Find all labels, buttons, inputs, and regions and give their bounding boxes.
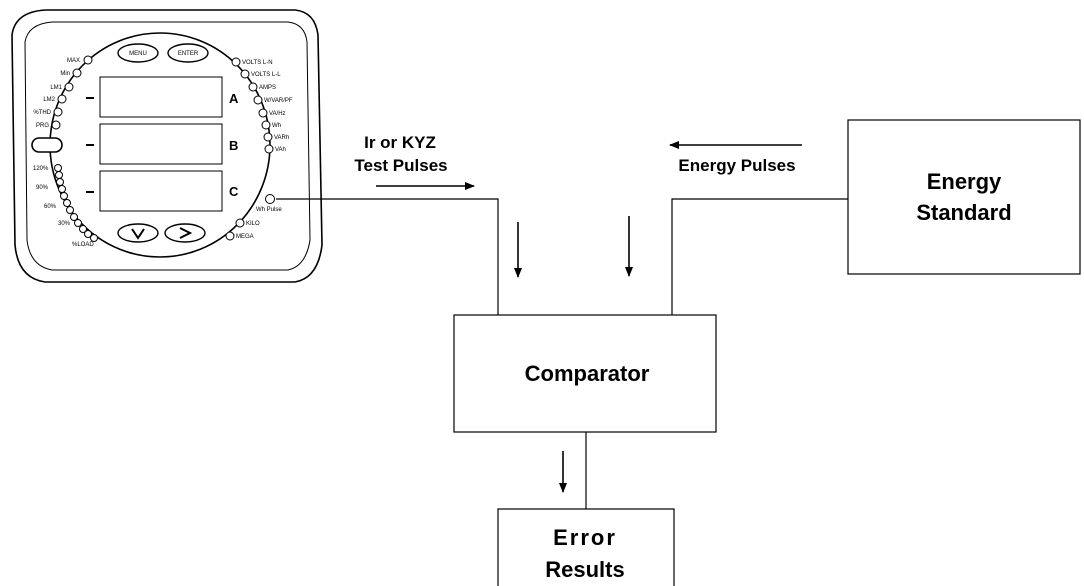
load-led	[66, 206, 74, 214]
indicator-label-max: MAX	[67, 58, 80, 64]
indicator-led	[240, 69, 250, 79]
indicator-led	[53, 107, 63, 117]
indicator-label-vahz: VA/Hz	[269, 111, 286, 117]
display-b	[99, 123, 223, 165]
load-led	[70, 213, 78, 221]
indicator-led	[231, 57, 241, 67]
display-a	[99, 76, 223, 118]
chevron-down-icon	[131, 228, 145, 240]
energy-standard-box: Energy Standard	[847, 119, 1081, 275]
display-letter-a: A	[229, 91, 239, 106]
enter-button-label: ENTER	[178, 51, 199, 57]
indicator-label-volts-ln: VOLTS L-N	[242, 60, 273, 66]
mega-led	[225, 231, 235, 241]
wh-pulse-led	[265, 194, 275, 204]
kilo-label: KILO	[246, 221, 260, 227]
indicator-led	[261, 120, 271, 130]
indicator-label-min: Min	[60, 71, 70, 77]
wh-pulse-label: Wh Pulse	[256, 207, 282, 213]
indicator-led	[51, 120, 61, 130]
indicator-label-vah: VAh	[275, 147, 286, 153]
load-led	[90, 234, 98, 242]
down-button[interactable]	[117, 223, 159, 243]
load-label-60: 60%	[44, 204, 57, 210]
test-pulses-label-line2: Test Pulses	[354, 156, 447, 175]
energy-standard-line1: Energy	[927, 169, 1002, 194]
chevron-right-icon	[179, 227, 193, 239]
load-led	[58, 185, 66, 193]
load-label-120: 120%	[33, 166, 49, 172]
error-results-line2: Results	[545, 557, 624, 582]
load-label-90: 90%	[36, 185, 49, 191]
menu-button-label: MENU	[129, 51, 147, 57]
load-bar: 120% 90% 60% 30% %LOAD	[33, 164, 98, 248]
error-results-box: Error Results	[497, 508, 675, 586]
meter-to-comparator-line	[276, 198, 499, 315]
right-button[interactable]	[164, 223, 206, 243]
indicator-label-thd: %THD	[33, 110, 51, 116]
display-letter-b: B	[229, 138, 238, 153]
energy-pulses-label: Energy Pulses	[678, 156, 795, 175]
load-led	[54, 164, 62, 172]
indicator-label-lm1: LM1	[50, 85, 62, 91]
load-led	[56, 178, 64, 186]
power-meter: MENU ENTER A B C MAX Min	[11, 9, 323, 283]
indicator-label-volts-ll: VOLTS L-L	[251, 72, 281, 78]
error-results-line1: Error	[553, 525, 617, 550]
indicator-led	[264, 144, 274, 154]
side-button[interactable]	[31, 137, 63, 153]
kilo-led	[235, 218, 245, 228]
load-led	[74, 219, 82, 227]
load-led	[79, 225, 87, 233]
enter-button[interactable]: ENTER	[167, 43, 209, 63]
indicator-label-amps: AMPS	[259, 85, 276, 91]
indicator-label-wvarpf: W/VAR/PF	[264, 98, 293, 104]
load-label-load: %LOAD	[72, 242, 94, 248]
right-indicators: VOLTS L-N VOLTS L-L AMPS W/VAR/PF VA/Hz …	[231, 57, 293, 154]
indicator-led	[248, 82, 258, 92]
load-label-30: 30%	[58, 221, 71, 227]
display-letter-c: C	[229, 184, 239, 199]
left-indicators: MAX Min LM1 LM2 %THD PRG	[33, 55, 93, 130]
indicator-led	[72, 68, 82, 78]
indicator-led	[263, 132, 273, 142]
load-led	[63, 199, 71, 207]
indicator-label-wh: Wh	[272, 123, 281, 129]
indicator-led	[64, 82, 74, 92]
menu-button[interactable]: MENU	[117, 43, 159, 63]
indicator-label-lm2: LM2	[43, 97, 55, 103]
indicator-led	[258, 108, 268, 118]
comparator-label: Comparator	[525, 361, 650, 386]
meter-bezel-inner	[24, 21, 311, 271]
test-pulses-label-line1: Ir or KYZ	[364, 133, 436, 152]
comparator-box: Comparator	[453, 314, 717, 433]
load-led	[55, 171, 63, 179]
load-led	[60, 192, 68, 200]
energy-standard-line2: Standard	[916, 200, 1011, 225]
mega-label: MEGA	[236, 234, 254, 240]
indicator-label-varh: VARh	[274, 135, 289, 141]
standard-to-comparator-line	[671, 198, 848, 315]
indicator-led	[83, 55, 93, 65]
indicator-led	[57, 94, 67, 104]
indicator-led	[253, 95, 263, 105]
load-led	[84, 230, 92, 238]
indicator-label-prg: PRG	[36, 123, 49, 129]
display-c	[99, 170, 223, 212]
